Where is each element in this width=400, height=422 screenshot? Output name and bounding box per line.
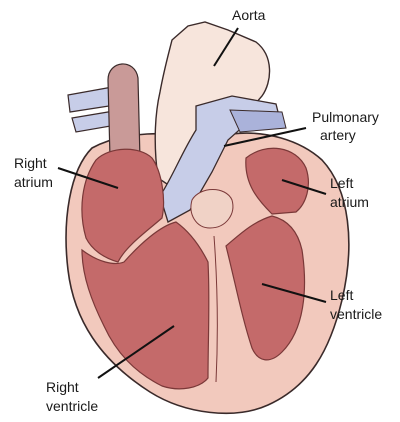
label-right-ventricle-line2: ventricle bbox=[46, 398, 98, 414]
left-ventricle-chamber bbox=[225, 215, 306, 361]
pulmonary-artery-branch bbox=[229, 109, 287, 133]
label-right-ventricle-line1: Right bbox=[46, 379, 79, 395]
label-right-atrium-line2: atrium bbox=[14, 174, 53, 190]
left-ventricle-leader-line bbox=[261, 283, 327, 303]
left-atrium-chamber bbox=[245, 147, 309, 215]
label-pulmonary-artery-line1: Pulmonary bbox=[312, 109, 379, 125]
right-atrium-leader-line bbox=[57, 167, 119, 189]
right-ventricle-chamber bbox=[81, 221, 210, 390]
label-left-ventricle-line2: ventricle bbox=[330, 306, 382, 322]
aorta-leader-line bbox=[213, 27, 239, 67]
label-left-atrium-line1: Left bbox=[330, 175, 353, 191]
vena-cava bbox=[107, 63, 141, 161]
label-pulmonary-artery-line2: artery bbox=[320, 127, 356, 143]
label-left-atrium-line2: atrium bbox=[330, 194, 369, 210]
septum-line bbox=[213, 235, 218, 383]
pulmonary-artery-leader-line bbox=[223, 127, 307, 147]
left-atrium-leader-line bbox=[281, 179, 327, 195]
valve-region bbox=[190, 189, 234, 229]
right-ventricle-leader-line bbox=[97, 325, 175, 379]
label-right-atrium-line1: Right bbox=[14, 155, 47, 171]
right-atrium-chamber bbox=[81, 148, 165, 263]
label-left-ventricle-line1: Left bbox=[330, 287, 353, 303]
label-aorta: Aorta bbox=[232, 7, 266, 23]
